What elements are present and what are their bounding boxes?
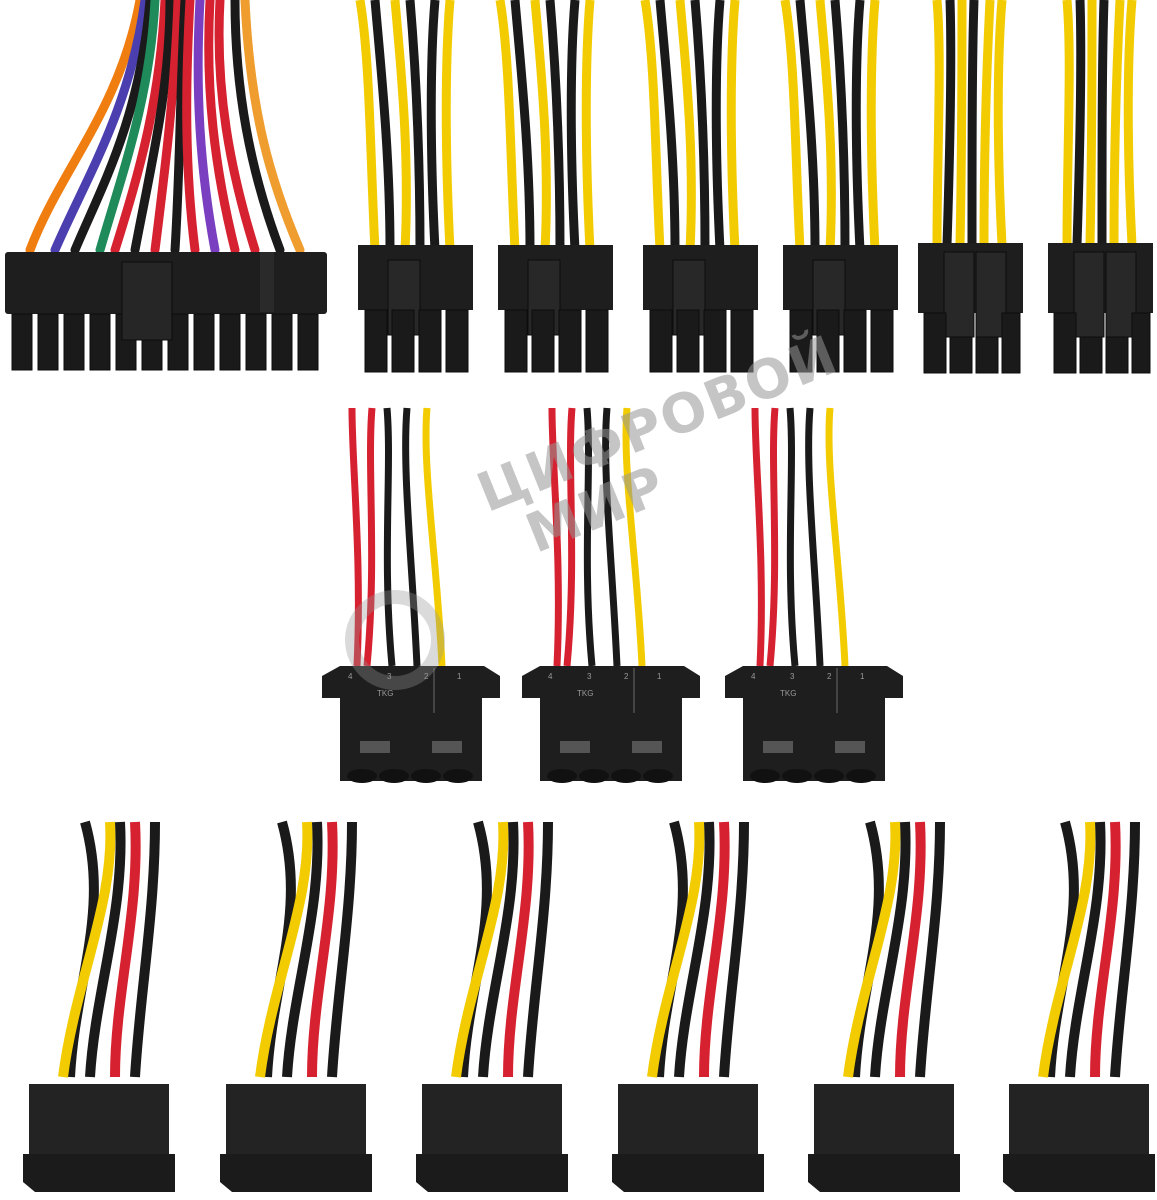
sata-connector-3 [408,820,568,1200]
pin-1-label: 1 [657,672,662,681]
sata-connector-4 [604,820,764,1200]
pcie-8pin-connector-4 [775,0,905,380]
pin-1-label: 1 [860,672,865,681]
pin-4-label: 4 [751,672,756,681]
pin-2-label: 2 [827,672,832,681]
cpu-8pin-connector-1 [912,0,1027,380]
atx-24pin-connector [0,0,340,380]
molex-connector-2: 4 3 2 1 TKG [522,407,702,788]
sata-connector-1 [15,820,175,1200]
molex-marking: TKG [577,689,593,698]
sata-connector-5 [800,820,960,1200]
pin-3-label: 3 [587,672,592,681]
pcie-8pin-connector-2 [490,0,620,380]
molex-marking: TKG [377,689,393,698]
molex-connector-3: 4 3 2 1 TKG [725,407,905,788]
sata-connector-2 [212,820,372,1200]
pin-4-label: 4 [548,672,553,681]
pin-1-label: 1 [457,672,462,681]
molex-marking: TKG [780,689,796,698]
pcie-8pin-connector-1 [350,0,480,380]
pin-2-label: 2 [424,672,429,681]
pcie-8pin-connector-3 [635,0,765,380]
sata-connector-6 [995,820,1155,1200]
pin-3-label: 3 [790,672,795,681]
pin-3-label: 3 [387,672,392,681]
molex-connector-1: 4 3 2 1 TKG [322,407,502,788]
cpu-8pin-connector-2 [1042,0,1157,380]
pin-2-label: 2 [624,672,629,681]
pin-4-label: 4 [348,672,353,681]
